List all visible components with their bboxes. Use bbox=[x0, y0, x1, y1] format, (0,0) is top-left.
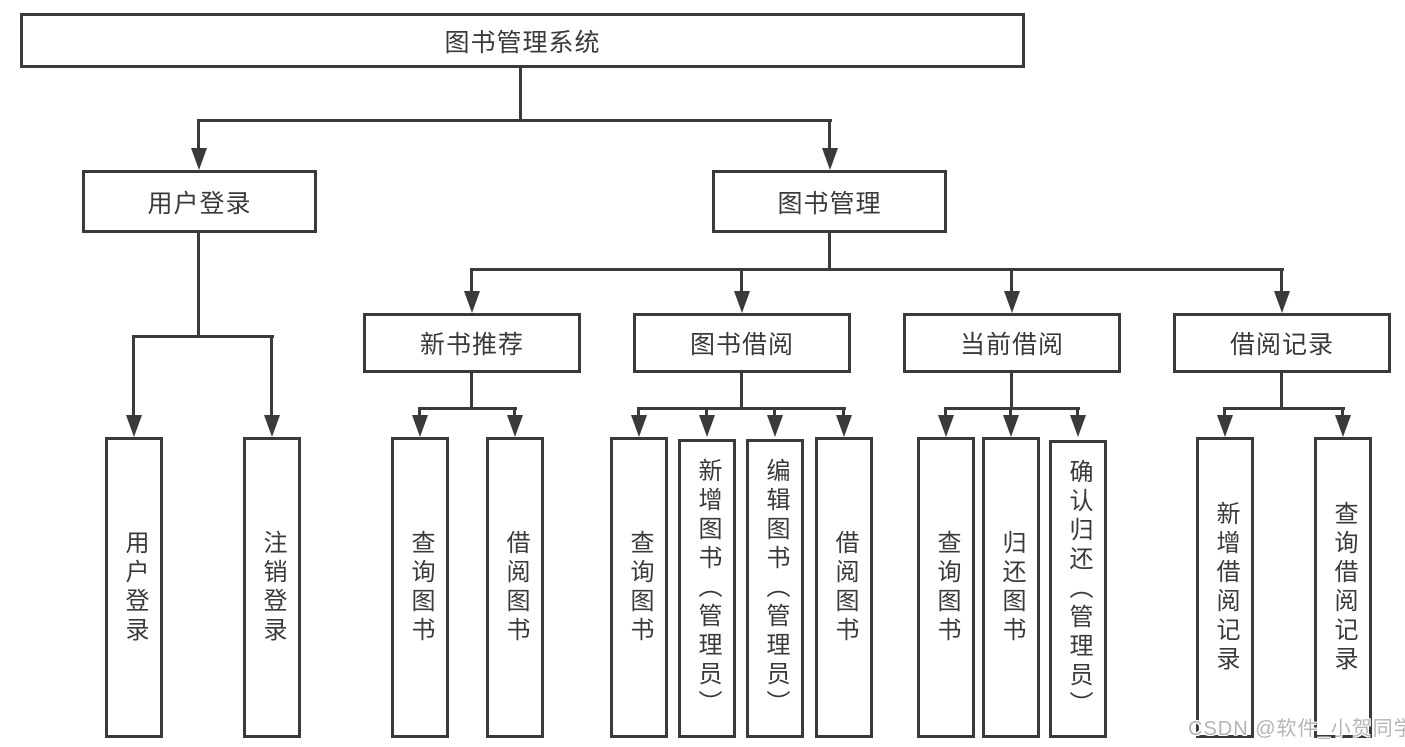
leaf-logout-label: 注销登录 bbox=[259, 529, 286, 646]
leaf-record-query: 查询借阅记录 bbox=[1314, 437, 1372, 738]
node-root-system: 图书管理系统 bbox=[20, 13, 1025, 68]
arrowhead-cb-return bbox=[1003, 415, 1019, 437]
arrowhead-br-add bbox=[1217, 415, 1233, 437]
arrowhead-user-login bbox=[191, 148, 207, 170]
leaf-borrow-query: 查询图书 bbox=[610, 437, 668, 738]
arrowhead-bb-add bbox=[699, 415, 715, 437]
leaf-borrow-add-admin: 新增图书（管理员） bbox=[678, 439, 736, 738]
leaf-newbook-borrow-label: 借阅图书 bbox=[502, 529, 529, 646]
leaf-record-add-label: 新增借阅记录 bbox=[1212, 500, 1239, 675]
watermark: CSDN @软件_小贺同学 bbox=[1188, 718, 1405, 740]
connector-drop-leaf-logout bbox=[270, 335, 273, 417]
connector-newbook-rail bbox=[418, 407, 517, 410]
node-user-login: 用户登录 bbox=[82, 170, 317, 233]
connector-drop-cb-confirm bbox=[1076, 407, 1079, 417]
arrowhead-nb-query bbox=[412, 415, 428, 437]
leaf-record-add: 新增借阅记录 bbox=[1196, 437, 1254, 738]
arrowhead-leaf-logout bbox=[264, 415, 280, 437]
connector-currentborrow-stem bbox=[1010, 371, 1013, 410]
node-new-book-recommend-label: 新书推荐 bbox=[419, 331, 524, 359]
node-book-management-label: 图书管理 bbox=[777, 189, 882, 218]
connector-userlogin-rail bbox=[132, 335, 274, 338]
arrowhead-cb-confirm bbox=[1070, 415, 1086, 437]
connector-drop-bb-borrow bbox=[842, 407, 845, 417]
connector-drop-book-borrow bbox=[740, 268, 743, 294]
connector-newbook-stem bbox=[470, 371, 473, 410]
connector-drop-bb-query bbox=[637, 407, 640, 417]
arrowhead-bb-edit bbox=[767, 415, 783, 437]
connector-drop-nb-query bbox=[418, 407, 421, 417]
leaf-newbook-query: 查询图书 bbox=[391, 437, 449, 738]
node-user-login-label: 用户登录 bbox=[147, 189, 252, 218]
connector-borrowrecord-stem bbox=[1280, 371, 1283, 410]
connector-currentborrow-rail bbox=[944, 407, 1080, 410]
connector-bookborrow-rail bbox=[637, 407, 846, 410]
node-book-borrow-label: 图书借阅 bbox=[689, 331, 794, 359]
leaf-borrow-edit-admin-label: 编辑图书（管理员） bbox=[762, 458, 789, 719]
connector-drop-user-login bbox=[197, 119, 200, 150]
connector-root-stem bbox=[519, 66, 522, 121]
leaf-logout: 注销登录 bbox=[243, 437, 301, 738]
connector-drop-bb-edit bbox=[773, 407, 776, 417]
arrowhead-book-management bbox=[822, 148, 838, 170]
connector-drop-borrow-record bbox=[1280, 268, 1283, 294]
arrowhead-nb-borrow bbox=[507, 415, 523, 437]
connector-drop-book-management bbox=[828, 119, 831, 150]
connector-drop-br-query bbox=[1341, 407, 1344, 417]
leaf-current-return: 归还图书 bbox=[982, 437, 1040, 738]
connector-bookmgmt-rail bbox=[470, 268, 1284, 271]
arrowhead-new-book bbox=[464, 291, 480, 313]
connector-drop-new-book bbox=[470, 268, 473, 294]
node-borrow-record: 借阅记录 bbox=[1173, 313, 1391, 373]
node-book-borrow: 图书借阅 bbox=[633, 313, 851, 373]
leaf-user-login-label: 用户登录 bbox=[121, 529, 148, 646]
arrowhead-leaf-login bbox=[126, 415, 142, 437]
node-current-borrow: 当前借阅 bbox=[903, 313, 1121, 373]
connector-root-rail bbox=[198, 119, 832, 122]
leaf-borrow-add-admin-label: 新增图书（管理员） bbox=[694, 458, 721, 719]
arrowhead-borrow-record bbox=[1274, 291, 1290, 313]
connector-bookmgmt-stem bbox=[828, 231, 831, 271]
node-borrow-record-label: 借阅记录 bbox=[1229, 331, 1334, 359]
leaf-borrow-query-label: 查询图书 bbox=[626, 529, 653, 646]
leaf-current-query: 查询图书 bbox=[917, 437, 975, 738]
connector-userlogin-stem bbox=[197, 231, 200, 338]
leaf-current-confirm-admin: 确认归还（管理员） bbox=[1049, 440, 1107, 738]
leaf-user-login: 用户登录 bbox=[105, 437, 163, 738]
connector-bookborrow-stem bbox=[740, 371, 743, 410]
connector-drop-bb-add bbox=[705, 407, 708, 417]
leaf-borrow-book: 借阅图书 bbox=[815, 437, 873, 738]
arrowhead-cb-query bbox=[938, 415, 954, 437]
node-new-book-recommend: 新书推荐 bbox=[363, 313, 581, 373]
arrowhead-br-query bbox=[1335, 415, 1351, 437]
leaf-borrow-edit-admin: 编辑图书（管理员） bbox=[746, 439, 804, 738]
leaf-current-confirm-admin-label: 确认归还（管理员） bbox=[1065, 458, 1092, 720]
node-root-label: 图书管理系统 bbox=[444, 28, 601, 57]
connector-drop-cb-return bbox=[1009, 407, 1012, 417]
arrowhead-bb-borrow bbox=[836, 415, 852, 437]
node-current-borrow-label: 当前借阅 bbox=[959, 331, 1064, 359]
connector-drop-nb-borrow bbox=[513, 407, 516, 417]
connector-drop-leaf-login bbox=[132, 335, 135, 417]
leaf-newbook-borrow: 借阅图书 bbox=[486, 437, 544, 738]
node-book-management: 图书管理 bbox=[712, 170, 947, 233]
connector-drop-cb-query bbox=[944, 407, 947, 417]
connector-borrowrecord-rail bbox=[1223, 407, 1345, 410]
leaf-borrow-book-label: 借阅图书 bbox=[831, 529, 858, 646]
connector-drop-br-add bbox=[1223, 407, 1226, 417]
arrowhead-book-borrow bbox=[734, 291, 750, 313]
leaf-newbook-query-label: 查询图书 bbox=[407, 529, 434, 646]
arrowhead-current-borrow bbox=[1004, 291, 1020, 313]
leaf-current-query-label: 查询图书 bbox=[933, 529, 960, 646]
arrowhead-bb-query bbox=[631, 415, 647, 437]
connector-drop-current-borrow bbox=[1010, 268, 1013, 294]
leaf-record-query-label: 查询借阅记录 bbox=[1330, 500, 1357, 675]
leaf-current-return-label: 归还图书 bbox=[998, 529, 1025, 646]
